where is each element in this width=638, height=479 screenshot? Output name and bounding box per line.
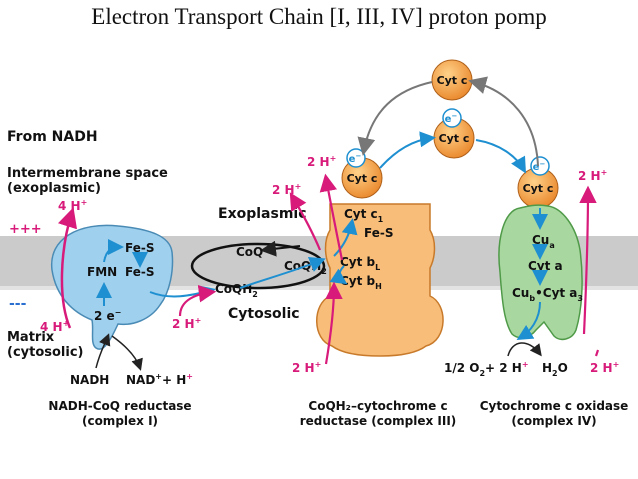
electron-label-3: e− <box>533 160 546 173</box>
complex-iii-caption-2: reductase (complex III) <box>300 414 457 428</box>
coq-arrow <box>260 240 301 257</box>
intermembrane-sub-label: (exoplasmic) <box>7 181 101 196</box>
complex-iii-fes: Fe-S <box>364 226 393 240</box>
intermembrane-label: Intermembrane space <box>7 166 168 181</box>
complex-iii-caption-1: CoQH₂–cytochrome c <box>308 399 447 413</box>
complex-iv-cu-a: Cua <box>532 233 555 250</box>
membrane-hatch <box>0 286 638 290</box>
minus-signs: --- <box>9 296 27 312</box>
electron-badge-3 <box>530 156 550 176</box>
exoplasmic-label: Exoplasmic <box>218 206 307 222</box>
complex-iv-proton-bottom <box>594 349 600 357</box>
complex-i-fes-bottom: Fe-S <box>125 265 154 279</box>
complex-i-proton-arrow <box>57 207 78 329</box>
complex-iv-to-o2-arrow <box>516 301 541 341</box>
cyt-c-label-middle: Cyt c <box>439 132 470 145</box>
complex-iii-cyt-c1: Cyt c1 <box>344 207 384 224</box>
electron-arrow-fmn-fes <box>103 239 124 263</box>
blue-arrow-to-middle <box>379 131 436 169</box>
complex-i-protons-out: 4 H+ <box>58 198 87 213</box>
from-nadh-label: From NADH <box>7 129 98 145</box>
cytosolic-label: Cytosolic <box>228 306 300 322</box>
electron-badge-2 <box>442 108 462 128</box>
coq-label: CoQ <box>236 245 263 259</box>
complex-iii-proton-bottom <box>324 281 343 365</box>
complex-iii-electron-path <box>333 218 358 257</box>
coqh2-blue-arrow <box>239 257 326 289</box>
complex-iii-cyt-bl: Cyt bL <box>340 255 380 272</box>
complex-i-fes-top: Fe-S <box>125 241 154 255</box>
o2-reaction-arrow <box>507 342 542 357</box>
coq-two-h-bottom: 2 H+ <box>172 316 201 331</box>
complex-i-protons-in: 4 H+ <box>40 319 69 334</box>
complex-iii-two-h-bottom: 2 H+ <box>292 360 321 375</box>
o2-reaction: 1/2 O2+ 2 H+ <box>444 360 529 378</box>
complex-iv-cu-b-cyt-a3: Cub•Cyt a3 <box>512 286 583 303</box>
electron-label-1: e− <box>349 152 362 165</box>
complex-iv-caption-2: (complex IV) <box>511 414 596 428</box>
nadh-arrow <box>95 333 111 369</box>
complex-iii-proton-top <box>319 173 344 261</box>
gray-arrow-top-left <box>357 81 433 156</box>
page-title: Electron Transport Chain [I, III, IV] pr… <box>91 4 547 29</box>
complex-iii-electron-path-2 <box>329 265 348 285</box>
plus-signs: +++ <box>9 222 42 237</box>
coq-proton-arrow <box>178 284 217 317</box>
h2o-product: H2O <box>542 361 568 378</box>
complex-iv-caption-1: Cytochrome c oxidase <box>480 399 629 413</box>
coq-two-h-left: 2 H+ <box>272 182 301 197</box>
blue-arrow-to-iv <box>475 139 526 174</box>
cyt-c-label-iv: Cyt c <box>523 182 554 195</box>
matrix-sub-label: (cytosolic) <box>7 345 84 360</box>
nad-arrow <box>111 335 143 371</box>
cyt-c-label-top: Cyt c <box>437 74 468 87</box>
cyt-c-label-1: Cyt c <box>347 172 378 185</box>
complex-i-caption-1: NADH-CoQ reductase <box>48 399 191 413</box>
complex-i-electrons: 2 e− <box>94 308 121 323</box>
complex-iv-two-h-top: 2 H+ <box>578 168 607 183</box>
complex-iv-cyt-a: Cyt a <box>528 259 563 273</box>
complex-iii-two-h-top1: 2 H+ <box>307 154 336 169</box>
complex-iv-two-h-bottom: 2 H+ <box>590 360 619 375</box>
coqh2-proton-arrow <box>289 192 322 251</box>
complex-i-caption-2: (complex I) <box>82 414 158 428</box>
gray-arrow-top-right <box>468 76 539 167</box>
matrix-label: Matrix <box>7 330 55 345</box>
electron-label-2: e− <box>445 112 458 125</box>
coqh2-bottom-label: CoQH2 <box>215 282 258 299</box>
complex-i-fmn: FMN <box>87 265 117 279</box>
nadh-label: NADH <box>70 373 109 387</box>
complex-iii-cyt-bh: Cyt bH <box>340 274 382 291</box>
nad-label: NAD++ H+ <box>126 372 193 387</box>
complex-iv-proton-top <box>579 185 597 335</box>
